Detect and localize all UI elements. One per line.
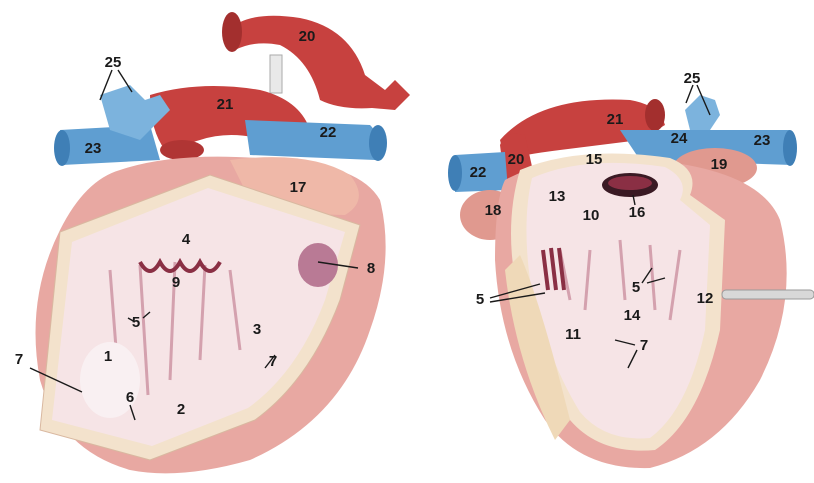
label-11: 11	[565, 326, 581, 343]
superior-vena-cava	[245, 120, 379, 160]
pulmonary-trunk-right-opening	[645, 99, 665, 131]
label-22-right: 22	[470, 164, 487, 181]
label-23-right: 23	[754, 132, 771, 149]
label-5-right-a: 5	[632, 279, 640, 296]
pulmonary-vein-opening	[54, 130, 70, 166]
left-heart-illustration	[36, 12, 411, 473]
label-8: 8	[367, 260, 375, 277]
label-19: 19	[711, 156, 728, 173]
label-4: 4	[182, 231, 191, 248]
label-13: 13	[549, 188, 566, 205]
label-21-left: 21	[217, 96, 234, 113]
label-15: 15	[586, 151, 603, 168]
label-3: 3	[253, 321, 261, 338]
label-9: 9	[172, 274, 180, 291]
label-14: 14	[624, 307, 641, 324]
label-7-right: 7	[640, 337, 648, 354]
label-22-left: 22	[320, 124, 337, 141]
vein-22-opening	[448, 155, 462, 191]
svc-opening	[369, 125, 387, 161]
label-7-left-b: 7	[269, 353, 277, 370]
label-5-right-b: 5	[476, 291, 484, 308]
aorta-opening	[222, 12, 242, 52]
ligamentum-arteriosum	[270, 55, 282, 93]
label-25-left: 25	[105, 54, 122, 71]
label-5-left: 5	[132, 314, 140, 331]
label-16: 16	[629, 204, 646, 221]
label-12: 12	[697, 290, 714, 307]
label-2: 2	[177, 401, 185, 418]
label-20-left: 20	[299, 28, 316, 45]
probe	[722, 290, 814, 299]
vein-23-opening	[783, 130, 797, 166]
label-25-right: 25	[684, 70, 701, 87]
label-10: 10	[583, 207, 600, 224]
label-23-left: 23	[85, 140, 102, 157]
label-24: 24	[671, 130, 688, 147]
label-7-left-a: 7	[15, 351, 23, 368]
pulmonary-trunk-opening	[160, 140, 204, 160]
label-21-right: 21	[607, 111, 624, 128]
label-20-right: 20	[508, 151, 525, 168]
label-1: 1	[104, 348, 112, 365]
conus-arteriosus-opening	[298, 243, 338, 287]
label-18: 18	[485, 202, 502, 219]
aortic-orifice-rim	[608, 176, 652, 190]
label-17: 17	[290, 179, 307, 196]
label-6: 6	[126, 389, 134, 406]
vein-branches-25	[685, 95, 720, 130]
